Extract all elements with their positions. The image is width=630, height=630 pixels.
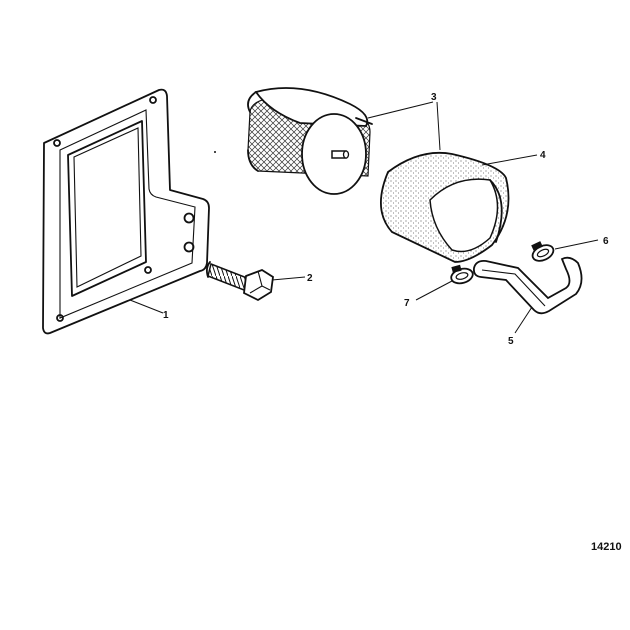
bolt-hole (53, 139, 61, 147)
bolt-hole (183, 212, 195, 224)
callout-3: 3 (431, 92, 437, 103)
hose-clamp-6 (531, 241, 555, 262)
hose-clamp-7 (450, 264, 474, 285)
callout-7: 7 (404, 298, 410, 309)
filter-sleeve (379, 151, 510, 263)
bolt-hole (183, 241, 195, 253)
figure-number: 14210 (591, 541, 622, 553)
leader-lines (129, 101, 599, 334)
screw (205, 261, 274, 302)
stray-mark (214, 151, 216, 153)
bolt-hole (56, 314, 64, 322)
callout-5: 5 (508, 336, 514, 347)
callout-2: 2 (307, 273, 313, 284)
callout-6: 6 (603, 236, 609, 247)
gasket-plate (42, 88, 210, 335)
hose (472, 256, 583, 315)
callout-1: 1 (163, 310, 169, 321)
bolt-hole (149, 96, 157, 104)
air-filter (247, 87, 373, 195)
callout-4: 4 (540, 150, 546, 161)
bolt-hole (144, 266, 152, 274)
